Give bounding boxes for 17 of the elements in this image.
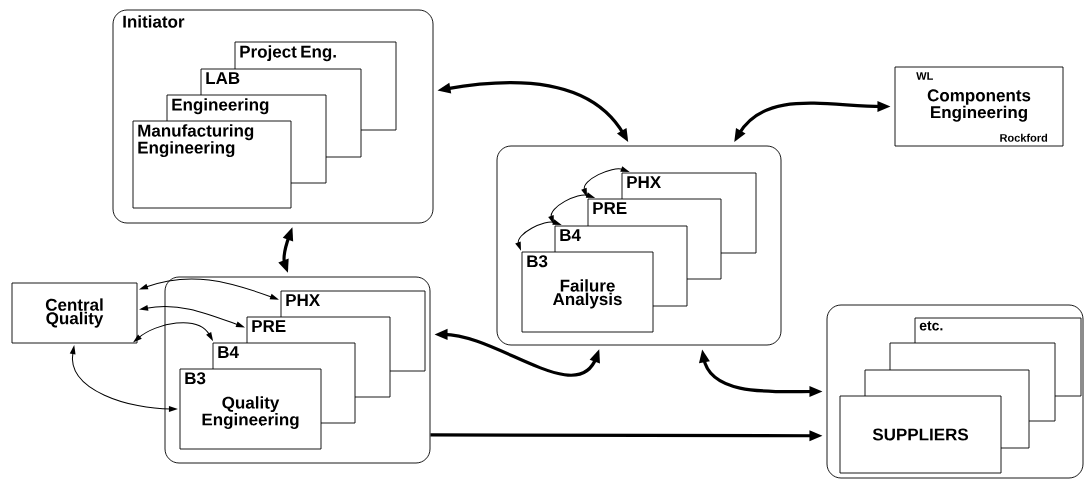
arrow (515, 219, 562, 251)
arrow (734, 101, 891, 142)
arrow (430, 430, 823, 442)
department-box: B3 Failure Analysis (521, 251, 654, 333)
arrow (139, 278, 280, 300)
department-box: B3 Quality Engineering (179, 368, 322, 450)
department-box: Manufacturing Engineering (132, 120, 292, 209)
arrow (437, 81, 629, 142)
arrow (278, 227, 294, 273)
arrow (69, 345, 178, 412)
arrow (139, 305, 246, 328)
department-box: Central Quality (11, 282, 138, 344)
department-box: SUPPLIERS (839, 395, 1002, 474)
arrow (434, 328, 600, 377)
arrow (699, 349, 823, 397)
arrow (133, 322, 214, 343)
department-box: WL Components Engineering Rockford (894, 66, 1064, 147)
